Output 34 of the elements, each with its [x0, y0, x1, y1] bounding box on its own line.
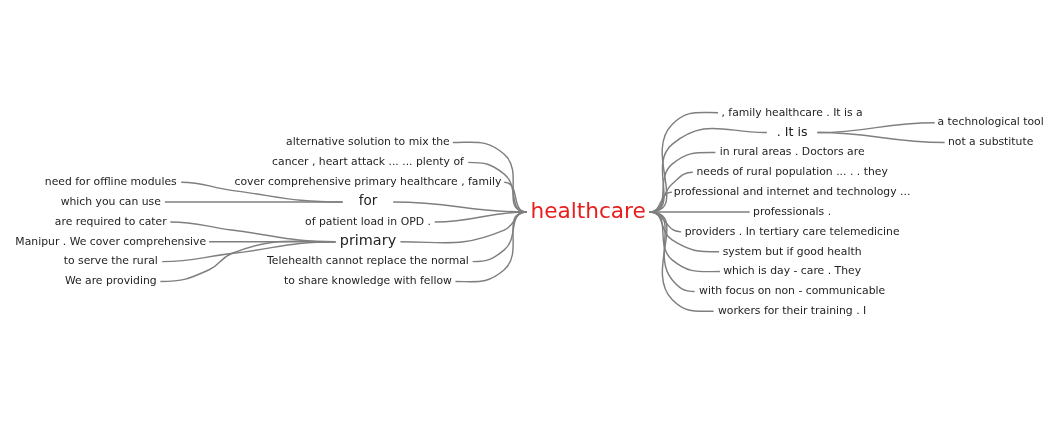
node-text: a technological tool: [937, 114, 1044, 128]
node-text: professional and internet and technology ...: [673, 184, 911, 198]
connector: [164, 200, 344, 203]
connector: [648, 210, 715, 312]
node-text: workers for their training . I: [717, 303, 867, 317]
node-text: primary: [339, 231, 397, 248]
connector: [161, 240, 337, 262]
node-text: not a substitute: [947, 134, 1034, 148]
node-text: We are providing: [64, 273, 157, 287]
node-text: to share knowledge with fellow: [283, 273, 452, 287]
node-text: need for offline modules: [44, 174, 177, 188]
node-text: with focus on non - communicable: [699, 283, 886, 297]
node-text: to serve the rural: [63, 253, 158, 267]
node-text: for: [358, 191, 378, 208]
node-text: . It is: [776, 123, 808, 139]
node-text: professionals .: [753, 204, 832, 218]
node-text: providers . In tertiary care telemedicine: [684, 224, 900, 238]
node-text: , family healthcare . It is a: [721, 105, 863, 119]
node-text: Manipur . We cover comprehensive: [15, 234, 207, 248]
node-text: in rural areas . Doctors are: [719, 144, 865, 158]
node-text: needs of rural population ... . . they: [696, 164, 888, 178]
connector: [816, 131, 946, 143]
connector: [454, 210, 528, 282]
node-text: which is day - care . They: [723, 263, 862, 277]
node-text: which you can use: [60, 194, 161, 208]
node-text: system but if good health: [722, 244, 862, 257]
node-text: Telehealth cannot replace the normal: [267, 253, 469, 267]
node-text: of patient load in OPD .: [305, 214, 431, 228]
node-text: cancer , heart attack ... ... plenty of: [272, 154, 464, 168]
node-text: are required to cater: [54, 214, 167, 228]
node-text: cover comprehensive primary healthcare , family: [234, 174, 502, 188]
node-text: alternative solution to mix the: [286, 134, 450, 148]
node-text: healthcare: [530, 197, 646, 223]
connector: [159, 239, 337, 282]
